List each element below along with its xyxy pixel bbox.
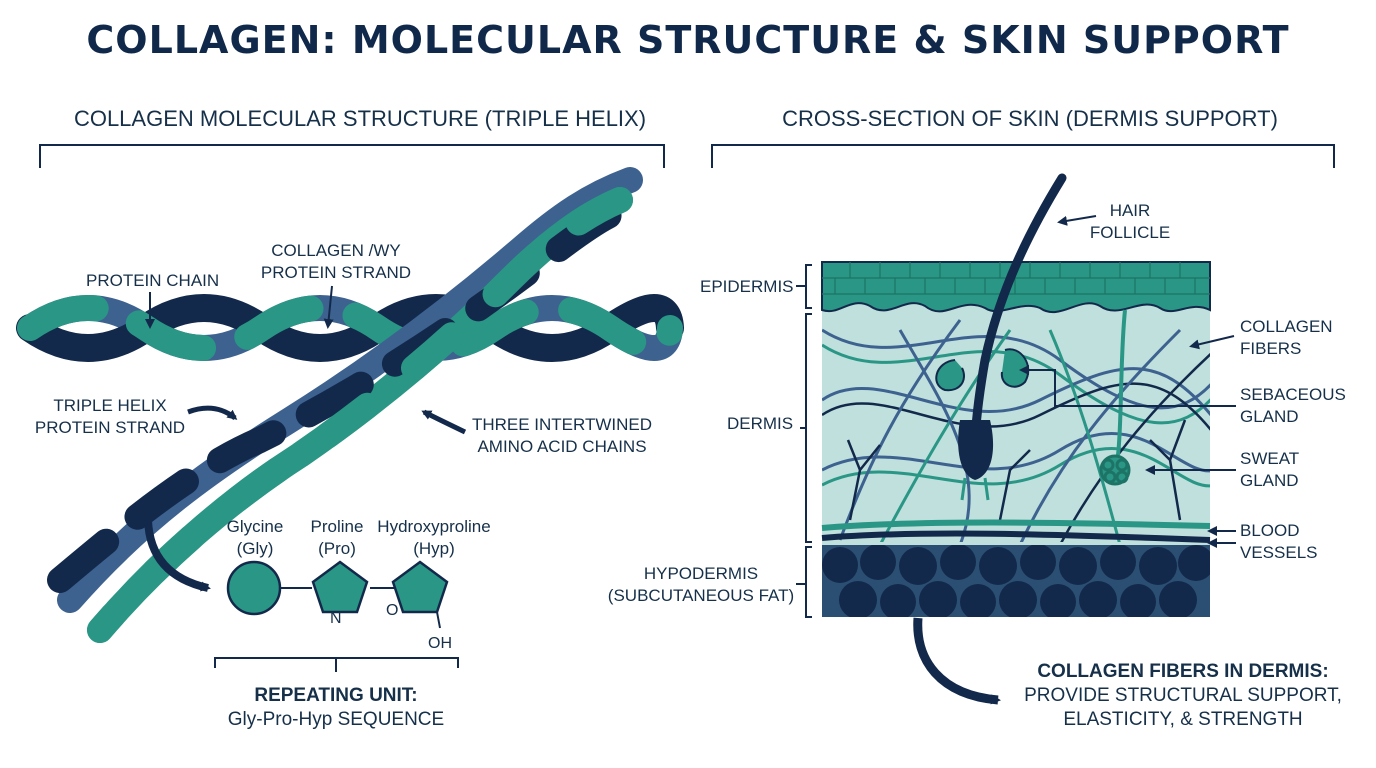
hydroxyproline-atom-o: O — [386, 602, 399, 619]
hair-bulb — [958, 420, 994, 480]
label-dermis: DERMIS — [727, 414, 794, 433]
label-protein-chain: PROTEIN CHAIN — [86, 271, 220, 290]
blood-vessel-lower — [821, 530, 1211, 543]
label-three-chains: THREE INTERTWINED AMINO ACID CHAINS — [471, 415, 653, 456]
right-panel-heading: CROSS-SECTION OF SKIN (DERMIS SUPPORT) — [782, 106, 1278, 131]
proline-atom-n: N — [330, 610, 342, 627]
epidermis-cells — [822, 262, 1210, 295]
repeating-unit-label: REPEATING UNIT: Gly-Pro-Hyp SEQUENCE — [227, 685, 445, 730]
repeating-unit-bracket — [214, 657, 459, 672]
label-glycine: Glycine (Gly) — [226, 517, 284, 558]
fat-cells — [822, 545, 1210, 617]
conclusion-arrow — [913, 617, 1001, 705]
blood-vessel-upper — [821, 519, 1211, 531]
label-collagen-strand: COLLAGEN /WY PROTEIN STRAND — [260, 241, 412, 282]
glycine-molecule — [226, 560, 282, 616]
skin-cross-section — [796, 173, 1211, 618]
hypodermis-bracket — [805, 546, 812, 618]
page-title: COLLAGEN: MOLECULAR STRUCTURE & SKIN SUP… — [86, 18, 1290, 62]
epidermis-layer — [821, 261, 1211, 314]
label-blood-vessels: BLOOD VESSELS — [1240, 521, 1318, 562]
diagonal-triple-helix — [47, 167, 643, 643]
left-heading-bracket — [39, 144, 665, 168]
label-triple-helix: TRIPLE HELIX PROTEIN STRAND — [34, 396, 186, 437]
collagen-fiber-network — [822, 319, 1210, 542]
sweat-gland — [1099, 454, 1131, 486]
label-sebaceous-gland: SEBACEOUS GLAND — [1240, 385, 1346, 426]
label-hypodermis: HYPODERMIS (SUBCUTANEOUS FAT) — [607, 564, 795, 605]
dermis-bracket — [805, 313, 812, 543]
label-hydroxyproline: Hydroxyproline (Hyp) — [377, 517, 491, 558]
horizontal-triple-helix — [16, 294, 684, 362]
conclusion-text: COLLAGEN FIBERS IN DERMIS: PROVIDE STRUC… — [1024, 661, 1342, 730]
right-heading-bracket — [711, 144, 1335, 168]
sebaceous-gland-right — [1000, 348, 1030, 388]
epidermis-bracket — [805, 264, 812, 309]
left-panel-heading: COLLAGEN MOLECULAR STRUCTURE (TRIPLE HEL… — [73, 106, 647, 131]
proline-molecule — [311, 560, 369, 614]
label-hair-follicle: HAIR FOLLICLE — [1089, 201, 1171, 242]
label-sweat-gland: SWEAT GLAND — [1240, 449, 1300, 490]
amino-acid-chain — [226, 560, 449, 629]
hydroxyproline-molecule — [391, 560, 449, 614]
hydroxyproline-group-oh: OH — [428, 635, 452, 652]
label-proline: Proline (Pro) — [310, 517, 364, 558]
label-collagen-fibers: COLLAGEN FIBERS — [1240, 317, 1333, 358]
label-epidermis: EPIDERMIS — [700, 277, 794, 296]
sweat-duct — [1116, 309, 1127, 456]
sebaceous-gland-left — [935, 359, 965, 392]
